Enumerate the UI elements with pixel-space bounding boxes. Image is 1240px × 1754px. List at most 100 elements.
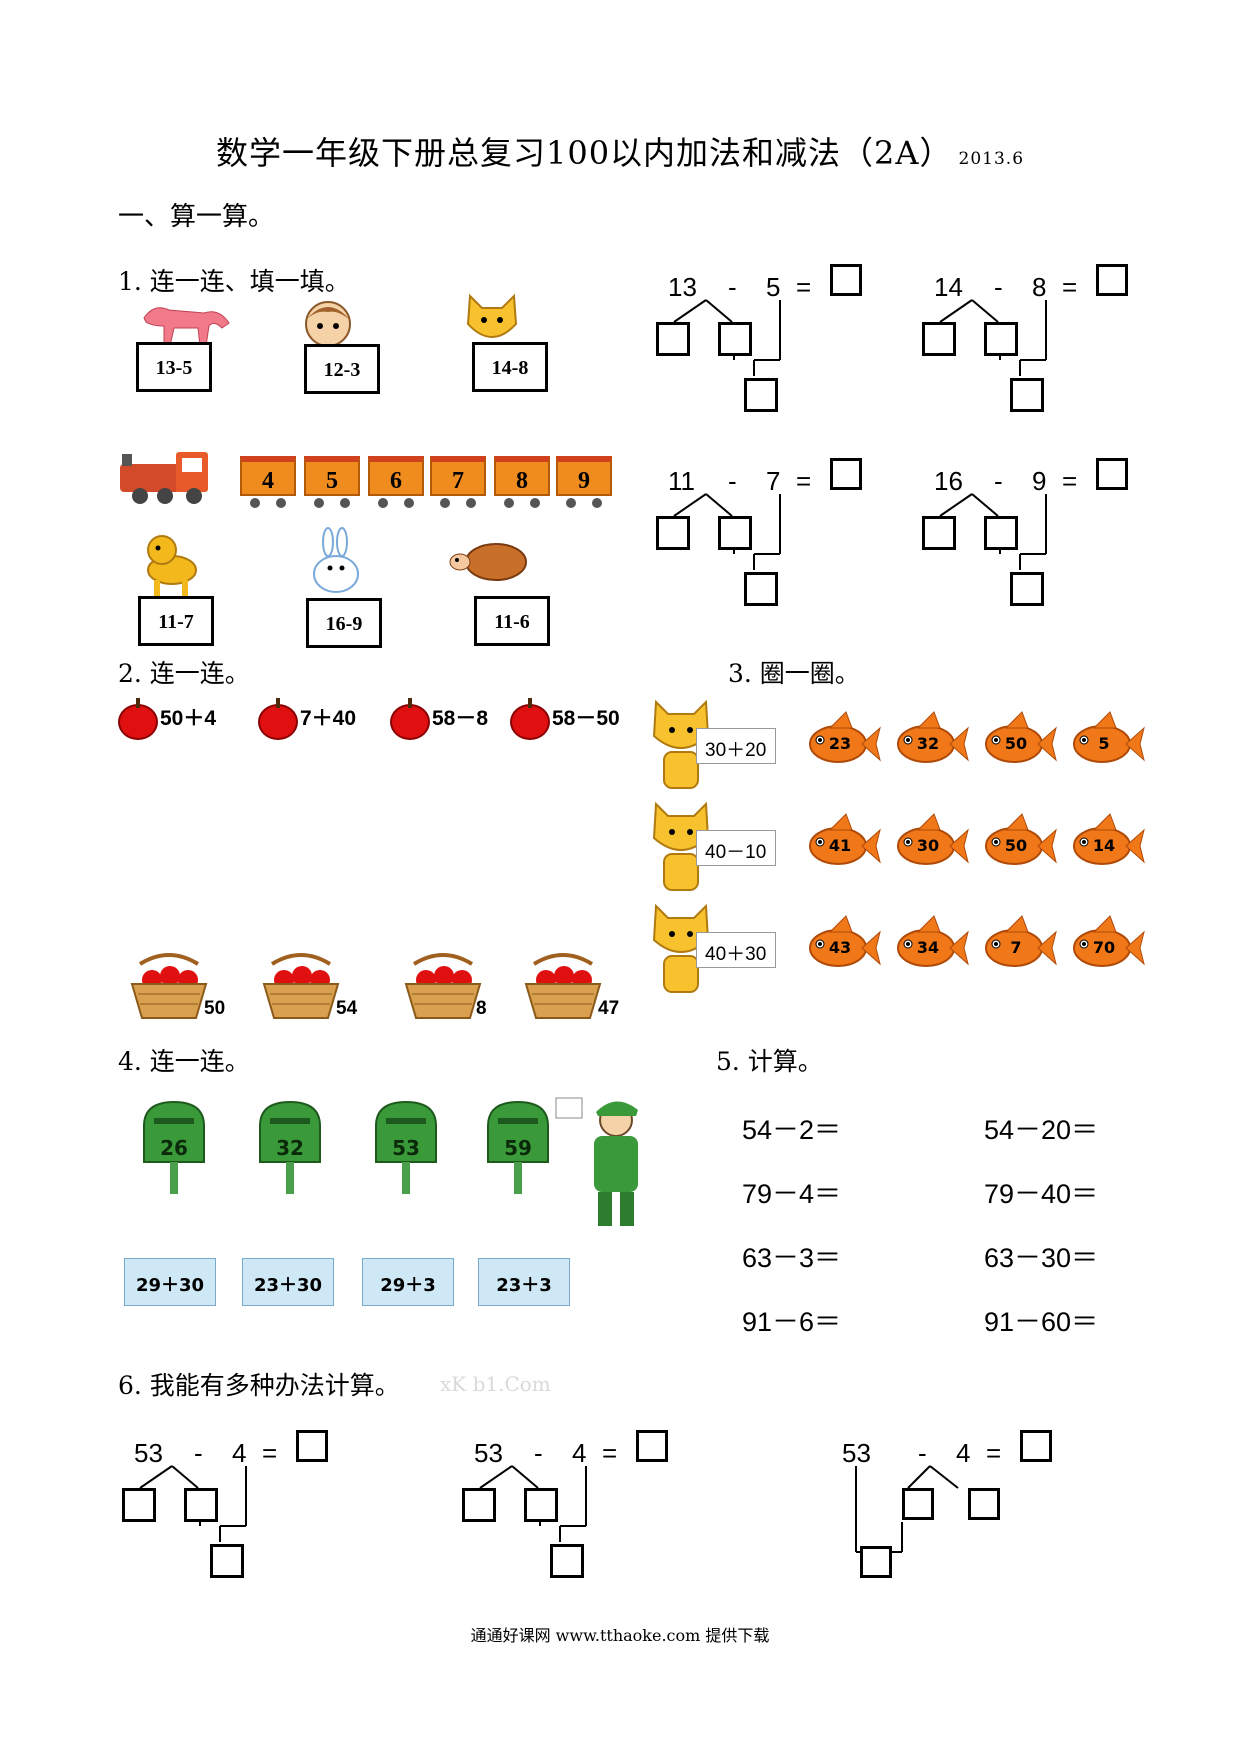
- calc-problem: 54－2＝: [742, 1115, 842, 1145]
- wheel-icon: [466, 498, 476, 508]
- train-car: 7: [430, 456, 486, 508]
- apple-stem-icon: [408, 698, 412, 708]
- fish-number: 30: [916, 836, 940, 855]
- tree-subtrahend: 5: [766, 272, 781, 302]
- footer: 通通好课网 www.tthaoke.com 提供下载: [470, 1626, 770, 1645]
- tree-subtrahend: 9: [1032, 466, 1047, 496]
- q1-card-text: 11-6: [494, 611, 530, 633]
- calc-problem: 91－6＝: [742, 1307, 842, 1337]
- split-box[interactable]: [718, 322, 752, 356]
- result-box[interactable]: [1010, 378, 1044, 412]
- answer-box[interactable]: [1096, 458, 1128, 490]
- fish-icon[interactable]: [1070, 711, 1146, 772]
- wheel-icon: [378, 498, 388, 508]
- calc-problem: 63－3＝: [742, 1243, 842, 1273]
- fish-number: 5: [1098, 734, 1110, 753]
- answer-box[interactable]: [636, 1430, 668, 1462]
- tree-equals: =: [1062, 466, 1078, 496]
- wheel-icon: [250, 498, 260, 508]
- result-box[interactable]: [744, 378, 778, 412]
- split-box[interactable]: [984, 322, 1018, 356]
- q1-card-text: 14-8: [491, 357, 529, 379]
- wheel-icon: [340, 498, 350, 508]
- tree-lines: [673, 493, 781, 570]
- split-box[interactable]: [968, 1488, 1000, 1520]
- tree-subtrahend: 4: [572, 1438, 587, 1468]
- fish-number: 41: [828, 836, 852, 855]
- q1-card-2: 12-3: [304, 344, 380, 394]
- split-box[interactable]: [718, 516, 752, 550]
- fish-icon[interactable]: [806, 915, 882, 976]
- tree-subtrahend: 4: [232, 1438, 247, 1468]
- split-box[interactable]: [462, 1488, 496, 1522]
- split-box[interactable]: [524, 1488, 558, 1522]
- basket-number: 47: [598, 998, 620, 1019]
- split-box[interactable]: [656, 516, 690, 550]
- tree-minuend: 16: [934, 466, 963, 496]
- tree-equals: =: [796, 272, 812, 302]
- result-box[interactable]: [860, 1546, 892, 1578]
- mailbox-icon: [143, 1100, 205, 1194]
- tree-minuend: 53: [842, 1438, 871, 1468]
- wheel-icon: [566, 498, 576, 508]
- title-text: 数学一年级下册总复习100以内加法和减法（2A）: [215, 134, 953, 172]
- tree-operator: -: [534, 1438, 543, 1468]
- fish-icon[interactable]: [1070, 813, 1146, 874]
- split-box[interactable]: [922, 322, 956, 356]
- train-car-number: 5: [326, 468, 338, 494]
- mailbox-number: 59: [504, 1136, 532, 1160]
- q1-label: 1. 连一连、填一填。: [118, 267, 350, 296]
- q1-bcard-1: 11-7: [138, 596, 214, 646]
- q3-expression-card: 40＋30: [696, 932, 776, 968]
- answer-box[interactable]: [1096, 264, 1128, 296]
- envelope-expression: 23＋3: [496, 1275, 552, 1296]
- mailbox-number: 32: [276, 1136, 304, 1160]
- fish-icon[interactable]: [894, 915, 970, 976]
- calc-problem: 63－30＝: [984, 1243, 1099, 1273]
- split-box[interactable]: [656, 322, 690, 356]
- result-box[interactable]: [1010, 572, 1044, 606]
- fish-icon[interactable]: [806, 711, 882, 772]
- wheel-icon: [276, 498, 286, 508]
- fish-icon[interactable]: [806, 813, 882, 874]
- cat-icon: [652, 801, 710, 891]
- result-box[interactable]: [210, 1544, 244, 1578]
- mailbox-icon: [375, 1100, 437, 1194]
- apple-icon: [510, 704, 550, 740]
- result-box[interactable]: [550, 1544, 584, 1578]
- answer-box[interactable]: [830, 264, 862, 296]
- fish-icon[interactable]: [982, 915, 1058, 976]
- split-box[interactable]: [184, 1488, 218, 1522]
- answer-box[interactable]: [296, 1430, 328, 1462]
- answer-box[interactable]: [830, 458, 862, 490]
- fish-number: 70: [1092, 938, 1116, 957]
- fish-icon[interactable]: [1070, 915, 1146, 976]
- answer-box[interactable]: [1020, 1430, 1052, 1462]
- tree-subtrahend: 4: [956, 1438, 971, 1468]
- split-box[interactable]: [984, 516, 1018, 550]
- fish-icon[interactable]: [894, 711, 970, 772]
- q1-bcard-3: 11-6: [474, 596, 550, 646]
- horse-icon: [143, 307, 230, 347]
- q3-expression: 40＋30: [705, 944, 767, 965]
- split-box[interactable]: [922, 516, 956, 550]
- fish-number: 14: [1092, 836, 1116, 855]
- split-box[interactable]: [122, 1488, 156, 1522]
- turtle-icon: [449, 543, 527, 581]
- train-car-number: 8: [516, 468, 528, 494]
- q1-card-3: 14-8: [472, 342, 548, 392]
- apple-stem-icon: [276, 698, 280, 708]
- fish-icon[interactable]: [982, 813, 1058, 874]
- train-car: 5: [304, 456, 360, 508]
- fish-number: 43: [828, 938, 852, 957]
- result-box[interactable]: [744, 572, 778, 606]
- fish-icon[interactable]: [982, 711, 1058, 772]
- q1-card-text: 11-7: [158, 611, 194, 633]
- split-box[interactable]: [902, 1488, 934, 1520]
- mailbox-icon: [487, 1100, 549, 1194]
- fish-icon[interactable]: [894, 813, 970, 874]
- tree-subtrahend: 7: [766, 466, 781, 496]
- apple-icon: [390, 704, 430, 740]
- tree-lines: [939, 299, 1047, 376]
- q3-expression-card: 40－10: [696, 830, 776, 866]
